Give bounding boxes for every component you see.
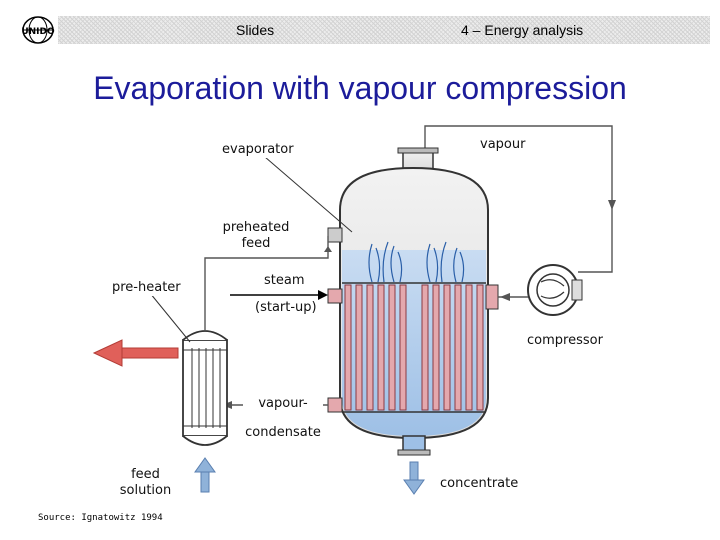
steam-nozzle (327, 288, 343, 304)
source-note: Source: Ignatowitz 1994 (38, 513, 163, 523)
compressor-nozzle (485, 284, 499, 310)
label-vapour-condensate: vapour-condensate (243, 389, 323, 447)
label-preheated-feed: preheated feed (222, 220, 290, 252)
header-band (58, 16, 710, 44)
vapour-pipe-arrow (608, 200, 616, 210)
page-title: Evaporation with vapour compression (93, 70, 627, 106)
label-steam: steam (264, 273, 305, 289)
unido-logo-icon: UNIDO (21, 16, 55, 44)
label-pre-heater: pre-heater (112, 280, 181, 296)
feed-nozzle (327, 227, 343, 243)
boiling-spray (368, 241, 465, 283)
liquid (342, 250, 486, 436)
compressor-icon (527, 264, 583, 316)
label-start-up: (start-up) (255, 300, 317, 316)
pre-heater-leader (149, 292, 191, 343)
feed-solution-arrow (194, 457, 216, 493)
label-compressor: compressor (527, 333, 603, 349)
concentrate-arrow (403, 461, 425, 495)
label-vapour: vapour (480, 137, 526, 153)
output-arrow-red (92, 339, 179, 367)
header-section: 4 – Energy analysis (461, 22, 584, 38)
label-concentrate: concentrate (440, 476, 519, 492)
condensate-nozzle (327, 397, 343, 413)
label-feed-solution: feed solution (118, 467, 173, 499)
header-slides: Slides (236, 22, 275, 38)
vapour-pipe (424, 125, 613, 273)
pre-heater-icon (182, 330, 228, 446)
evaporator-leader (264, 156, 353, 233)
label-evaporator: evaporator (222, 142, 294, 158)
svg-text:UNIDO: UNIDO (21, 27, 55, 37)
tube-bundle (344, 284, 484, 411)
